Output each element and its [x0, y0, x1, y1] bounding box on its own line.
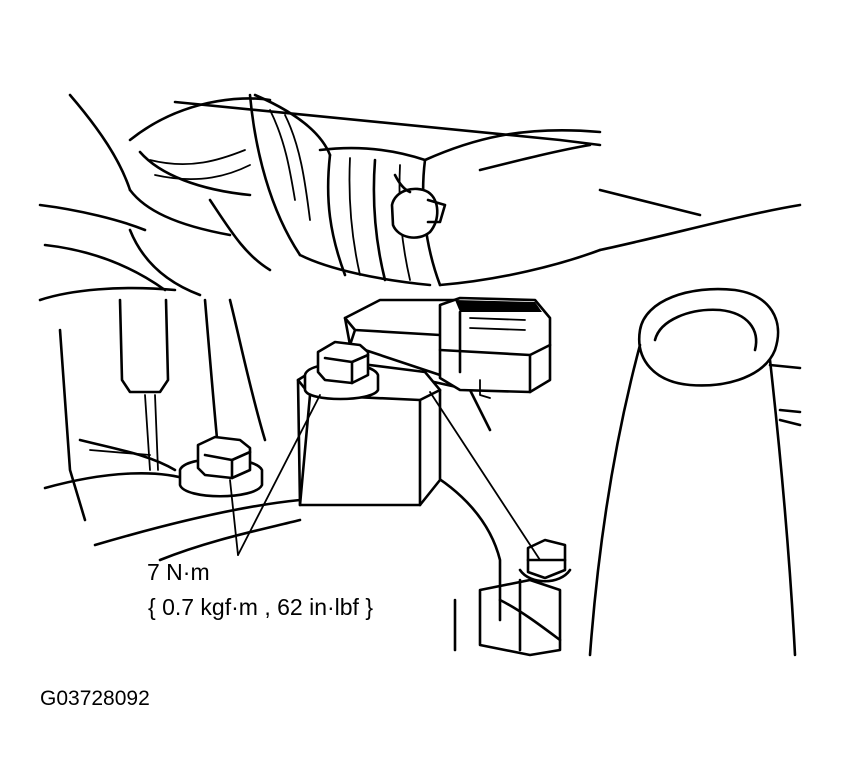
sensor-body [296, 296, 552, 507]
bolt-leader-line [429, 391, 541, 561]
torque-leader-line [237, 394, 321, 556]
figure-code: G03728092 [40, 687, 150, 710]
torque-spec-alt-units: { 0.7 kgf·m , 62 in·lbf } [148, 594, 374, 620]
torque-leader-line-2 [229, 479, 239, 556]
body-top-edge [173, 100, 602, 147]
lower-right-bolt [478, 538, 572, 657]
gloved-hand [38, 93, 802, 297]
cylinder-tube [588, 287, 802, 657]
left-mounting-bolt [178, 435, 264, 498]
body-right-edge [598, 188, 702, 217]
torque-spec-nm: 7 N·m [147, 559, 210, 585]
